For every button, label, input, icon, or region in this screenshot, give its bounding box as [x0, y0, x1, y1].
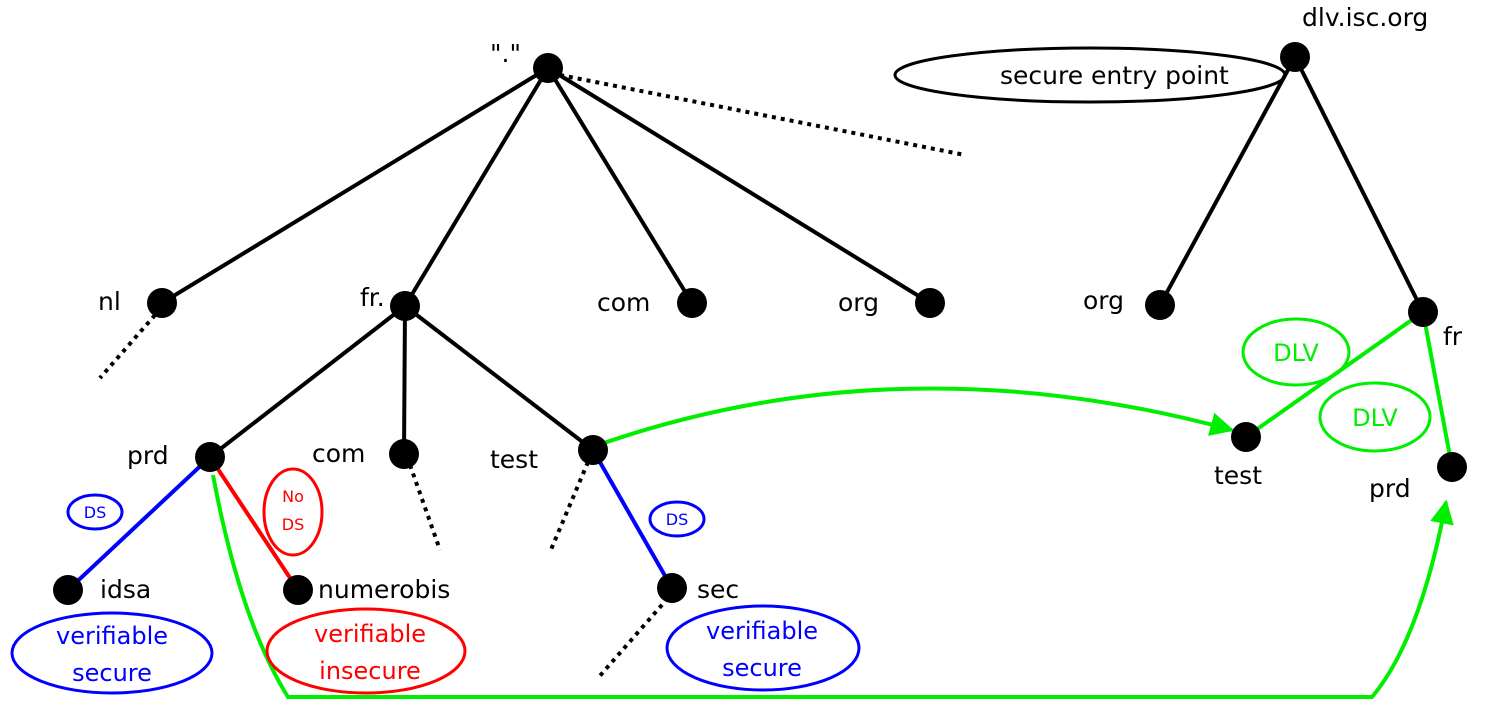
- edge-root-com: [546, 66, 694, 305]
- node-test: [578, 435, 608, 465]
- label-no-ds-1: No: [282, 487, 304, 506]
- label-sec-status-2: secure: [722, 654, 802, 682]
- ds-badge-1: [66, 493, 124, 531]
- label-dlv-badge-1: DLV: [1273, 339, 1319, 367]
- dlv-badge-1: [1241, 317, 1351, 387]
- edge-sec-more: [596, 596, 670, 680]
- node-org: [915, 288, 945, 318]
- label-idsa: idsa: [100, 575, 151, 604]
- node-nl: [147, 288, 177, 318]
- label-prd: prd: [127, 441, 169, 470]
- dlv-arrows: [211, 386, 1454, 699]
- dlv-tree-edges: [1158, 56, 1454, 468]
- label-dlv-test: test: [1214, 461, 1262, 490]
- label-test: test: [490, 445, 538, 474]
- edge-prd-idsa: [66, 455, 212, 592]
- label-ds-2: DS: [666, 510, 688, 529]
- label-numerobis: numerobis: [318, 575, 450, 604]
- edge-fr-com: [402, 305, 407, 455]
- label-fr: fr.: [360, 283, 385, 312]
- label-numerobis-status-2: insecure: [319, 657, 421, 685]
- label-secure-entry-point: secure entry point: [1000, 61, 1229, 90]
- label-sec-status-1: verifiable: [706, 617, 818, 645]
- edge-dlv-fr-prd: [1421, 311, 1454, 468]
- label-ds-1: DS: [84, 503, 106, 522]
- edge-prd-numerobis: [208, 455, 300, 592]
- node-dlv-org: [1145, 290, 1175, 320]
- edge-root-org: [546, 66, 932, 305]
- node-dlv-root: [1280, 42, 1310, 72]
- label-sec: sec: [697, 575, 739, 604]
- node-prd: [195, 442, 225, 472]
- node-fr: [390, 291, 420, 321]
- main-tree-edges: [66, 66, 966, 680]
- edge-test-more: [548, 461, 590, 553]
- label-idsa-status-1: verifiable: [56, 622, 168, 650]
- node-numerobis: [283, 575, 313, 605]
- secure-entry-point-ellipse: [893, 46, 1287, 104]
- label-numerobis-status-1: verifiable: [314, 620, 426, 648]
- status-idsa-ellipse: [10, 611, 214, 695]
- arrow-test-to-dlv-test: [597, 386, 1235, 447]
- arrow-prd-to-dlv-prd: [211, 474, 1454, 699]
- label-org: org: [838, 288, 879, 317]
- label-dlv-org: org: [1083, 286, 1124, 315]
- node-root: [533, 53, 563, 83]
- node-sec: [657, 573, 687, 603]
- ds-badge-2: [648, 500, 706, 538]
- no-ds-badge: [262, 467, 324, 557]
- edge-dlv-fr: [1293, 56, 1425, 313]
- edge-fr-prd: [208, 304, 407, 459]
- edge-root-more: [559, 73, 966, 157]
- edge-dlv-org: [1158, 56, 1297, 306]
- label-nl: nl: [98, 287, 121, 316]
- node-idsa: [53, 575, 83, 605]
- edge-com-more: [408, 464, 442, 551]
- status-sec-ellipse: [665, 604, 861, 692]
- label-idsa-status-2: secure: [72, 659, 152, 687]
- edge-nl-more: [98, 313, 157, 380]
- label-root: ".": [490, 39, 521, 68]
- nodes: [53, 42, 1467, 605]
- label-com: com: [597, 288, 650, 317]
- label-dlv-root: dlv.isc.org: [1302, 3, 1428, 32]
- labels: "." nl fr. com org prd com test idsa num…: [56, 3, 1463, 687]
- label-dlv-fr: fr: [1443, 322, 1463, 351]
- label-fr-com: com: [312, 439, 365, 468]
- badges: [10, 46, 1432, 695]
- node-com: [677, 288, 707, 318]
- label-dlv-prd: prd: [1369, 474, 1411, 503]
- node-dlv-prd: [1437, 452, 1467, 482]
- node-fr-com: [389, 439, 419, 469]
- label-no-ds-2: DS: [282, 515, 304, 534]
- edge-fr-test: [403, 304, 595, 452]
- node-dlv-fr: [1408, 297, 1438, 327]
- edge-test-sec: [591, 449, 674, 589]
- edge-root-fr: [403, 66, 550, 308]
- edge-root-nl: [160, 66, 550, 305]
- node-dlv-test: [1231, 422, 1261, 452]
- dlv-badge-2: [1318, 381, 1432, 453]
- status-numerobis-ellipse: [265, 607, 467, 695]
- label-dlv-badge-2: DLV: [1352, 404, 1398, 432]
